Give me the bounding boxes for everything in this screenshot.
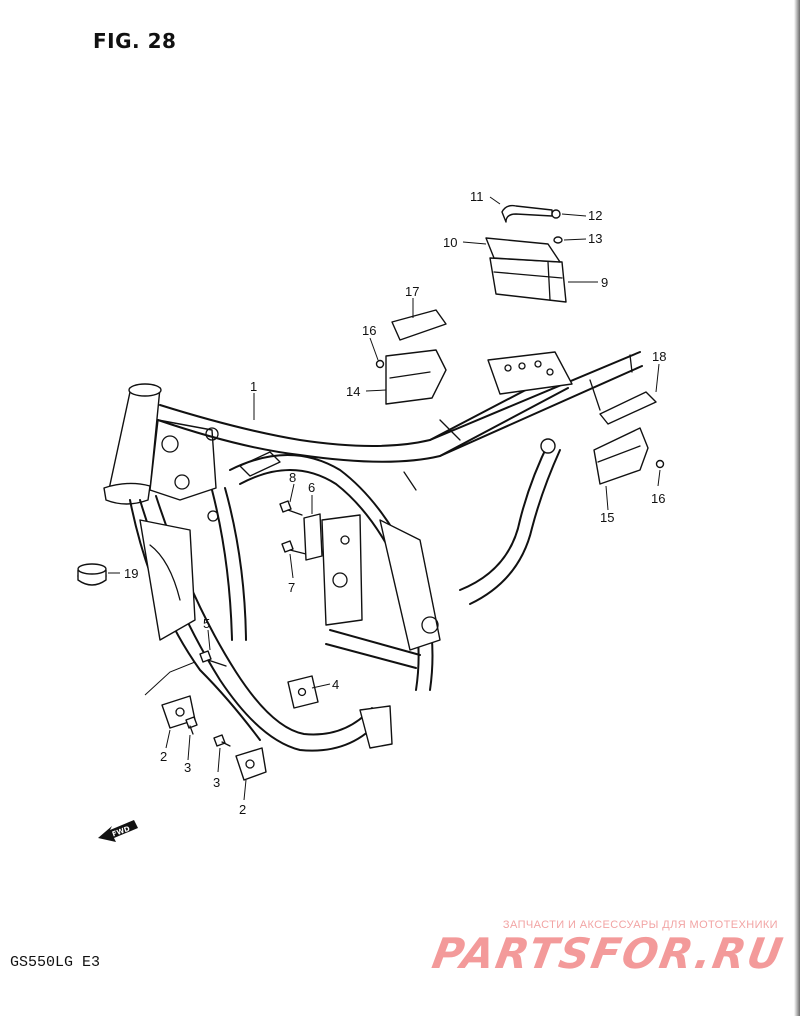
callout-10: 10 bbox=[443, 235, 457, 250]
main-frame bbox=[103, 351, 643, 752]
bracket-6 bbox=[303, 513, 323, 561]
bolt-5 bbox=[199, 650, 227, 667]
model-code: GS550LG E3 bbox=[10, 954, 101, 971]
callout-7: 7 bbox=[288, 580, 295, 595]
callout-11: 11 bbox=[470, 189, 484, 204]
battery-holder-9 bbox=[489, 257, 567, 303]
callout-15: 15 bbox=[600, 510, 614, 525]
screw-16-left bbox=[375, 359, 385, 369]
battery-band-10 bbox=[485, 237, 561, 263]
callout-12: 12 bbox=[588, 208, 602, 223]
bolt-7 bbox=[281, 540, 307, 555]
callout-1: 1 bbox=[250, 379, 257, 394]
washer-13 bbox=[553, 236, 563, 244]
callout-14: 14 bbox=[346, 384, 360, 399]
figure-title: FIG. 28 bbox=[93, 29, 177, 53]
callout-2-left: 2 bbox=[160, 749, 167, 764]
callout-numbers: 1 11 12 13 10 9 17 16 14 18 16 15 8 6 7 … bbox=[124, 189, 666, 817]
callout-2-right: 2 bbox=[239, 802, 246, 817]
bolt-3-left bbox=[185, 716, 198, 735]
grommet-19 bbox=[77, 563, 107, 586]
pad-17 bbox=[391, 309, 447, 341]
watermark-logo: PARTSFOR.RU bbox=[428, 929, 789, 978]
callout-9: 9 bbox=[601, 275, 608, 290]
pad-18 bbox=[599, 391, 657, 425]
callout-13: 13 bbox=[588, 231, 602, 246]
callout-17: 17 bbox=[405, 284, 419, 299]
leader-lines bbox=[108, 196, 661, 801]
box-14 bbox=[385, 349, 447, 405]
fwd-arrow-icon: FWD bbox=[98, 820, 138, 842]
watermark-tagline: ЗАПЧАСТИ И АКСЕССУАРЫ ДЛЯ МОТОТЕХНИКИ bbox=[502, 919, 778, 931]
callout-19: 19 bbox=[124, 566, 138, 581]
callout-3-right: 3 bbox=[213, 775, 220, 790]
callout-18: 18 bbox=[652, 349, 666, 364]
scan-edge-shadow bbox=[794, 0, 800, 1016]
screw-12 bbox=[551, 209, 561, 219]
callout-8: 8 bbox=[289, 470, 296, 485]
engine-mount-plate-right bbox=[235, 747, 267, 781]
strap-11 bbox=[501, 204, 553, 223]
box-15 bbox=[593, 427, 649, 485]
engine-mount-plate-rear bbox=[287, 675, 319, 709]
callout-4: 4 bbox=[332, 677, 339, 692]
bolt-3-right bbox=[213, 734, 231, 747]
fwd-label: FWD bbox=[111, 825, 131, 839]
callout-16-left: 16 bbox=[362, 323, 376, 338]
callout-6: 6 bbox=[308, 480, 315, 495]
callout-5: 5 bbox=[203, 616, 210, 631]
callout-3-left: 3 bbox=[184, 760, 191, 775]
callout-16-right: 16 bbox=[651, 491, 665, 506]
bolt-8 bbox=[279, 500, 303, 516]
screw-16-right bbox=[655, 459, 665, 469]
